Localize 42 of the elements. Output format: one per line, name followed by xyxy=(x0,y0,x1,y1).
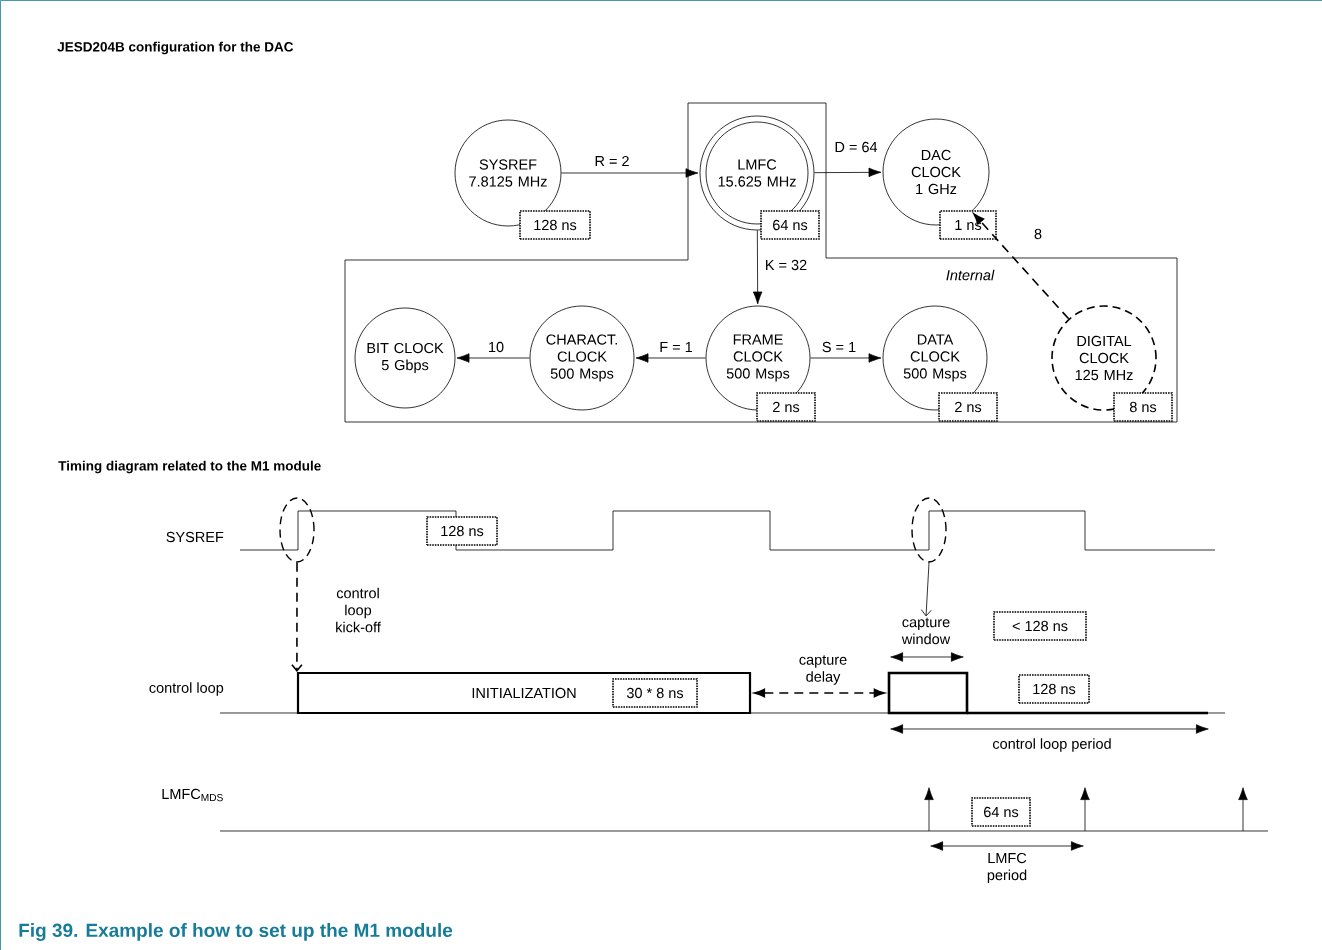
edge-label: control loop kick-off xyxy=(327,586,389,634)
phase-box: INITIALIZATION 30 * 8 ns xyxy=(296,671,752,715)
signal-name: LMFC$_{MDS}$ xyxy=(162,788,223,802)
caption: Fig 39. Example of how to set up the M1 module xyxy=(19,923,453,941)
duration-box: 128 ns xyxy=(426,516,498,546)
edge-label: 8 xyxy=(1032,227,1044,241)
dimension-label: capture window xyxy=(901,617,951,645)
arrow xyxy=(291,561,303,672)
dashed-ellipse xyxy=(911,497,947,563)
pulse-box xyxy=(887,671,969,715)
arrow xyxy=(810,353,882,363)
arrow xyxy=(814,167,882,178)
dimension-label: control loop period xyxy=(992,738,1111,752)
arrow xyxy=(635,353,706,363)
edge-label: 10 xyxy=(486,340,506,354)
edge-label: capture delay xyxy=(791,654,855,686)
arrow xyxy=(753,688,886,698)
dimension-label: LMFC period xyxy=(987,852,1027,884)
section-heading: Timing diagram related to the M1 module xyxy=(58,460,321,474)
duration-box: 128 ns xyxy=(519,210,591,240)
arrow xyxy=(752,230,763,305)
signal-name: control loop xyxy=(149,682,224,696)
duration-box: 2 ns xyxy=(938,392,998,422)
arrow xyxy=(456,353,530,363)
arrow xyxy=(973,213,1070,320)
duration-box: < 128 ns xyxy=(993,611,1087,641)
duration-box: 64 ns xyxy=(971,797,1031,827)
edge-label: K = 32 xyxy=(763,258,809,272)
signal-name: SYSREF xyxy=(166,531,224,543)
edge-label: F = 1 xyxy=(658,341,694,353)
dashed-ellipse xyxy=(279,497,315,563)
duration-box: 8 ns xyxy=(1113,392,1173,422)
edge-label: D = 64 xyxy=(833,140,879,154)
duration-box: 2 ns xyxy=(756,392,816,422)
duration-box: 64 ns xyxy=(760,210,820,240)
heading: JESD204B configuration for the DAC xyxy=(57,41,294,55)
edge-label: S = 1 xyxy=(820,340,858,354)
duration-box: 30 * 8 ns xyxy=(612,678,698,708)
edge-label: R = 2 xyxy=(593,154,631,168)
duration-box: 128 ns xyxy=(1018,674,1090,704)
arrow xyxy=(561,168,699,178)
arrow xyxy=(921,562,932,617)
